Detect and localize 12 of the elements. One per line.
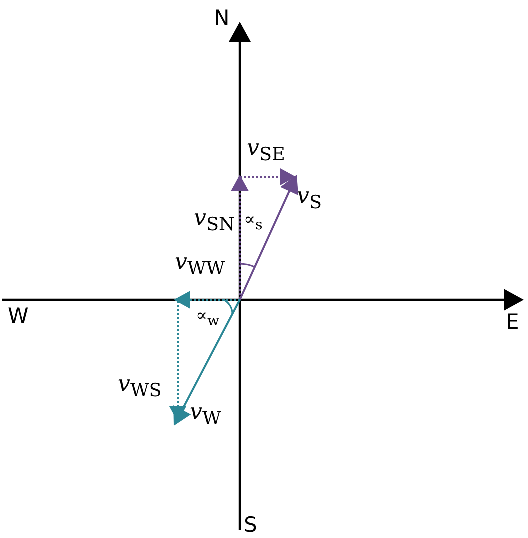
vector-label: v$_{WS}$ [118,374,162,401]
compass-label: S [244,515,258,536]
vector-label: v$_{WW}$ [175,252,226,279]
compass-label: W [8,306,29,327]
vector-label: v$_{SN}$ [194,208,236,235]
compass-label: E [506,312,520,333]
vector-label: v$_{S}$ [297,186,322,213]
compass-label: N [214,8,230,29]
angle-label: ∝$_{s}$ [244,212,263,233]
angle-label: ∝$_{w}$ [196,308,220,329]
vector-label: v$_{SE}$ [247,138,286,165]
vector-label: v$_{W}$ [190,402,222,429]
